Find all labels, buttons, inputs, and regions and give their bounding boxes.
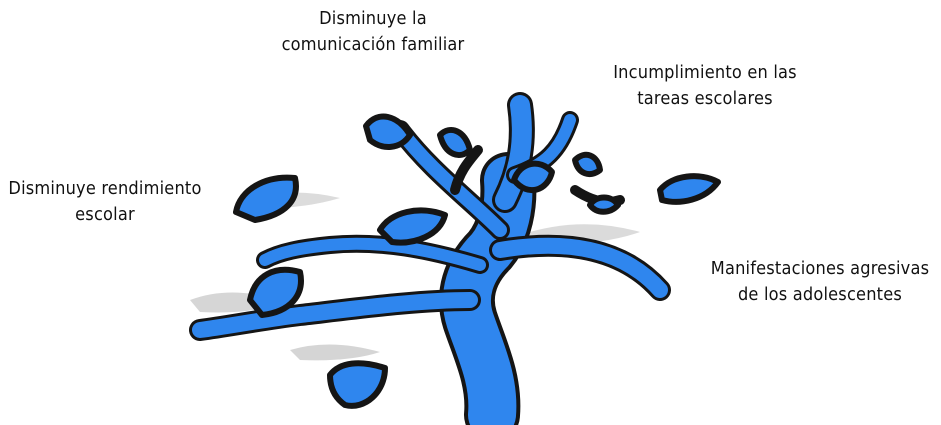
- label-manifestaciones-agresivas: Manifestaciones agresivas de los adolesc…: [700, 256, 940, 308]
- leaf-upper-left: [236, 178, 296, 220]
- leaf-top-mid: [440, 130, 470, 155]
- label-rendimiento-escolar: Disminuye rendimiento escolar: [0, 176, 210, 228]
- label-right-line1: Manifestaciones agresivas: [700, 256, 940, 282]
- label-left-line1: Disminuye rendimiento: [0, 176, 210, 202]
- smudge-lower-left: [290, 344, 380, 360]
- leaf-far-right: [660, 176, 718, 202]
- label-right-top-line2: tareas escolares: [590, 86, 820, 112]
- label-tareas-escolares: Incumplimiento en las tareas escolares: [590, 60, 820, 112]
- label-top-line2: comunicación familiar: [258, 32, 488, 58]
- tree-trunk-branches: [200, 105, 660, 415]
- leaf-bottom: [330, 363, 385, 406]
- leaf-right-upper: [575, 155, 600, 174]
- leaf-right-mid: [514, 164, 552, 191]
- label-right-top-line1: Incumplimiento en las: [590, 60, 820, 86]
- label-top-line1: Disminuye la: [258, 6, 488, 32]
- label-left-line2: escolar: [0, 202, 210, 228]
- branch-right-long-fill: [500, 246, 660, 290]
- leaf-mid-left: [380, 210, 445, 242]
- label-right-line2: de los adolescentes: [700, 282, 940, 308]
- label-comunicacion-familiar: Disminuye la comunicación familiar: [258, 6, 488, 58]
- leaf-right-small: [590, 198, 618, 212]
